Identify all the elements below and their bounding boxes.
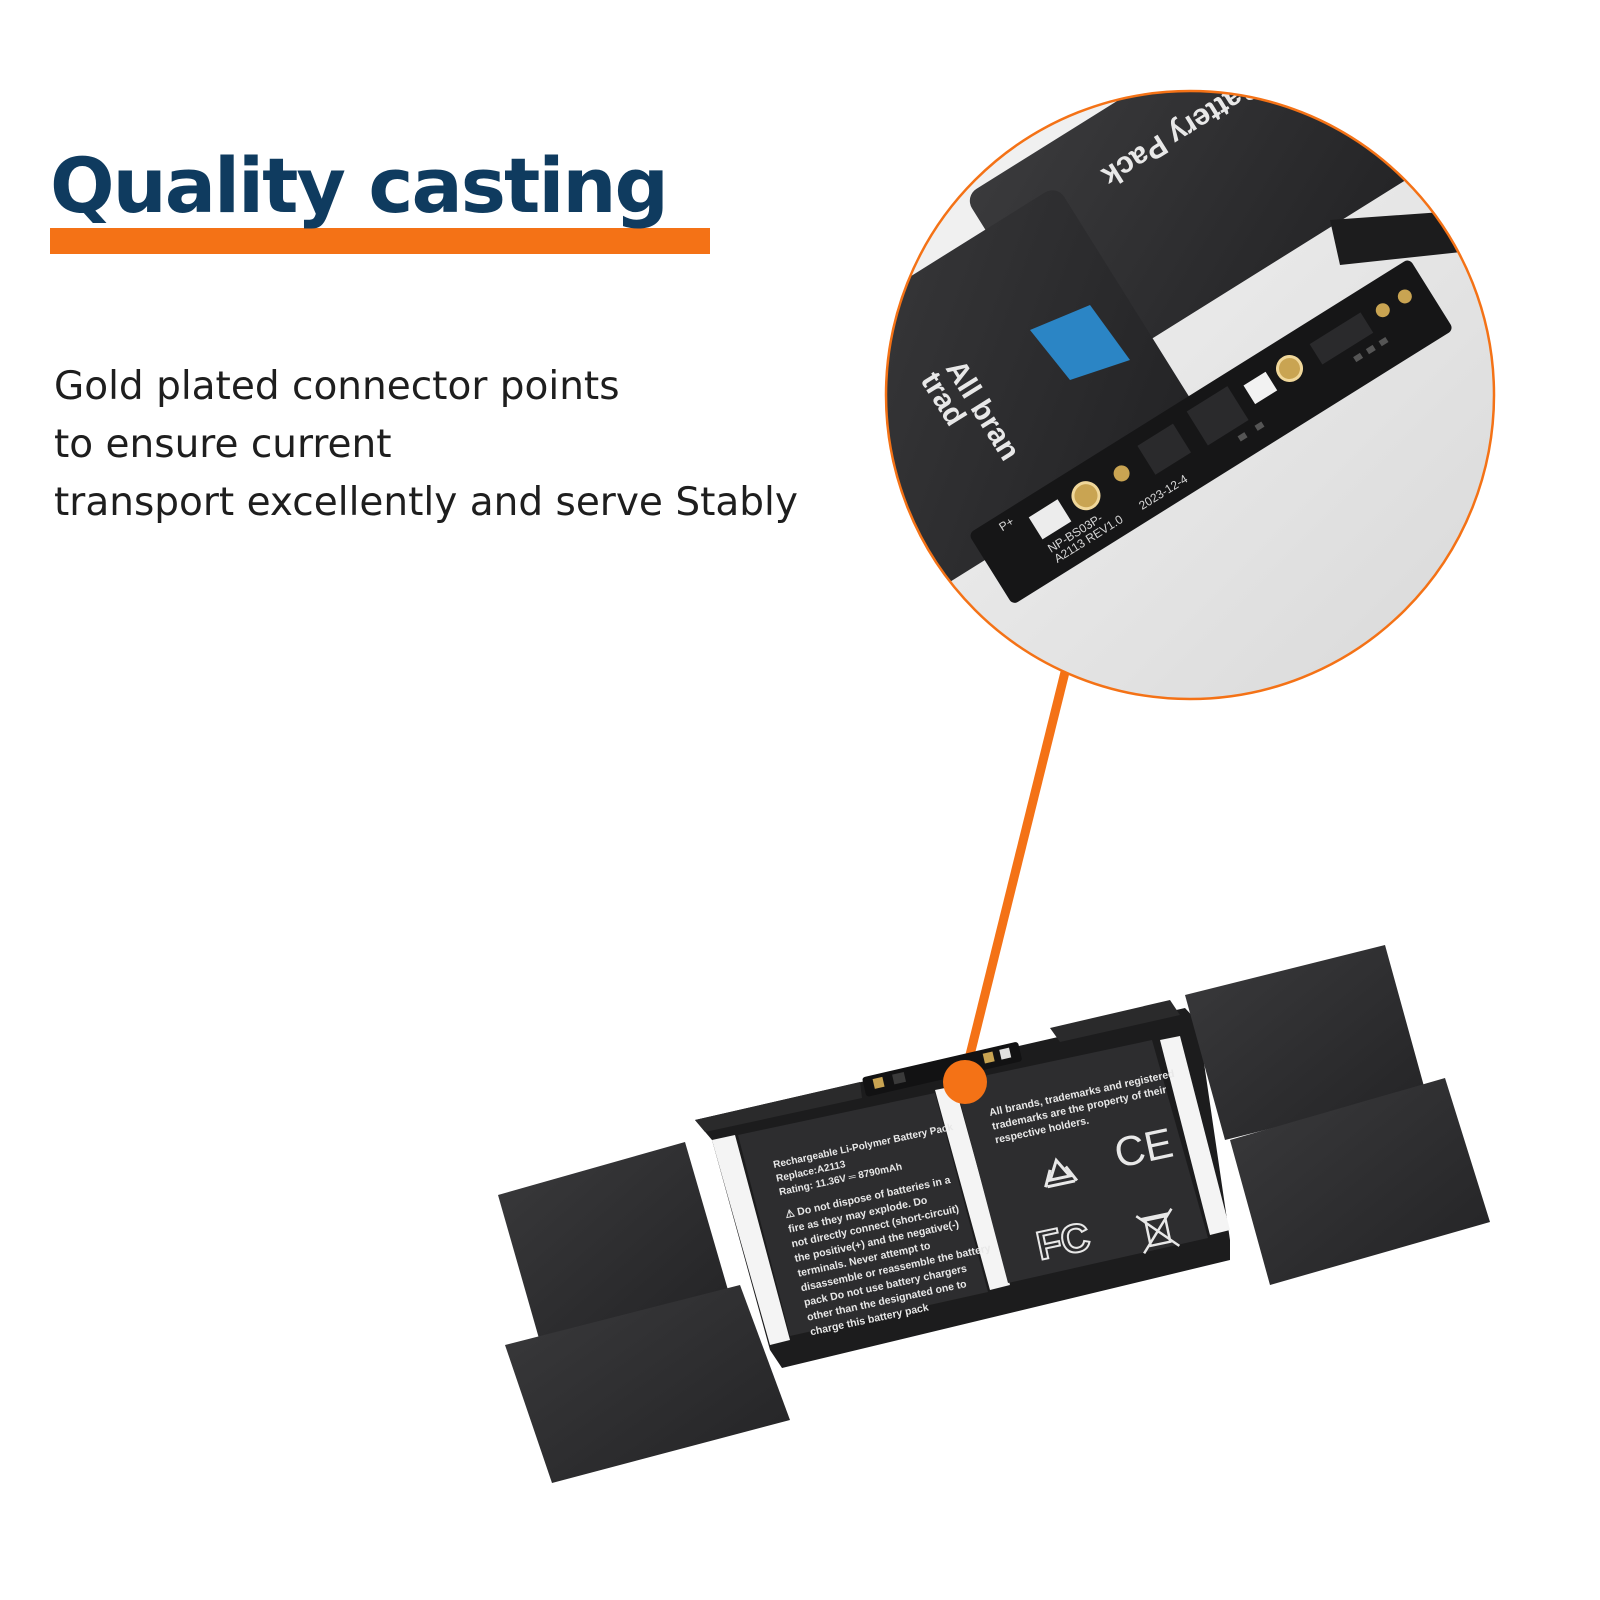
zoom-cell-left bbox=[886, 190, 1200, 608]
battery-cell-left-bottom bbox=[505, 1285, 790, 1483]
headline-underline-bar bbox=[50, 228, 710, 254]
description-line: transport excellently and serve Stably bbox=[54, 480, 798, 525]
description-line: Gold plated connector points bbox=[54, 364, 620, 409]
gold-contact bbox=[1375, 303, 1390, 318]
description-line: to ensure current bbox=[54, 422, 392, 467]
battery-cell-left-top bbox=[498, 1142, 728, 1342]
battery-pack: Rechargeable Li-Polymer Battery Pack Rep… bbox=[498, 945, 1490, 1483]
zoom-blue-tape bbox=[1030, 305, 1130, 380]
battery-cell-right-top bbox=[1185, 945, 1425, 1140]
battery-cell-center-right: All brands, trademarks and registered tr… bbox=[955, 1040, 1208, 1283]
gold-contact bbox=[1276, 355, 1304, 383]
board-mark: P+ bbox=[996, 514, 1016, 534]
battery-cell-right-bottom bbox=[1230, 1078, 1490, 1285]
connector-board bbox=[862, 1042, 1022, 1097]
crossed-bin-icon bbox=[1135, 1208, 1181, 1255]
gold-pad bbox=[1028, 499, 1072, 540]
recycle-icon bbox=[1044, 1157, 1079, 1189]
gold-contact bbox=[1397, 289, 1412, 304]
zoom-circle-border bbox=[884, 89, 1496, 701]
callout-marker bbox=[943, 1060, 987, 1104]
zoom-view: Battery Pack All bran trad bbox=[884, 89, 1496, 701]
feature-description: Gold plated connector points to ensure c… bbox=[54, 358, 934, 532]
gold-contact bbox=[1071, 481, 1101, 511]
callout-line bbox=[960, 658, 1073, 1077]
headline: Quality casting bbox=[50, 148, 710, 268]
battery-cell-center-left: Rechargeable Li-Polymer Battery Pack Rep… bbox=[738, 1093, 992, 1338]
headline-title: Quality casting bbox=[50, 141, 669, 230]
gold-contact bbox=[1113, 465, 1130, 482]
